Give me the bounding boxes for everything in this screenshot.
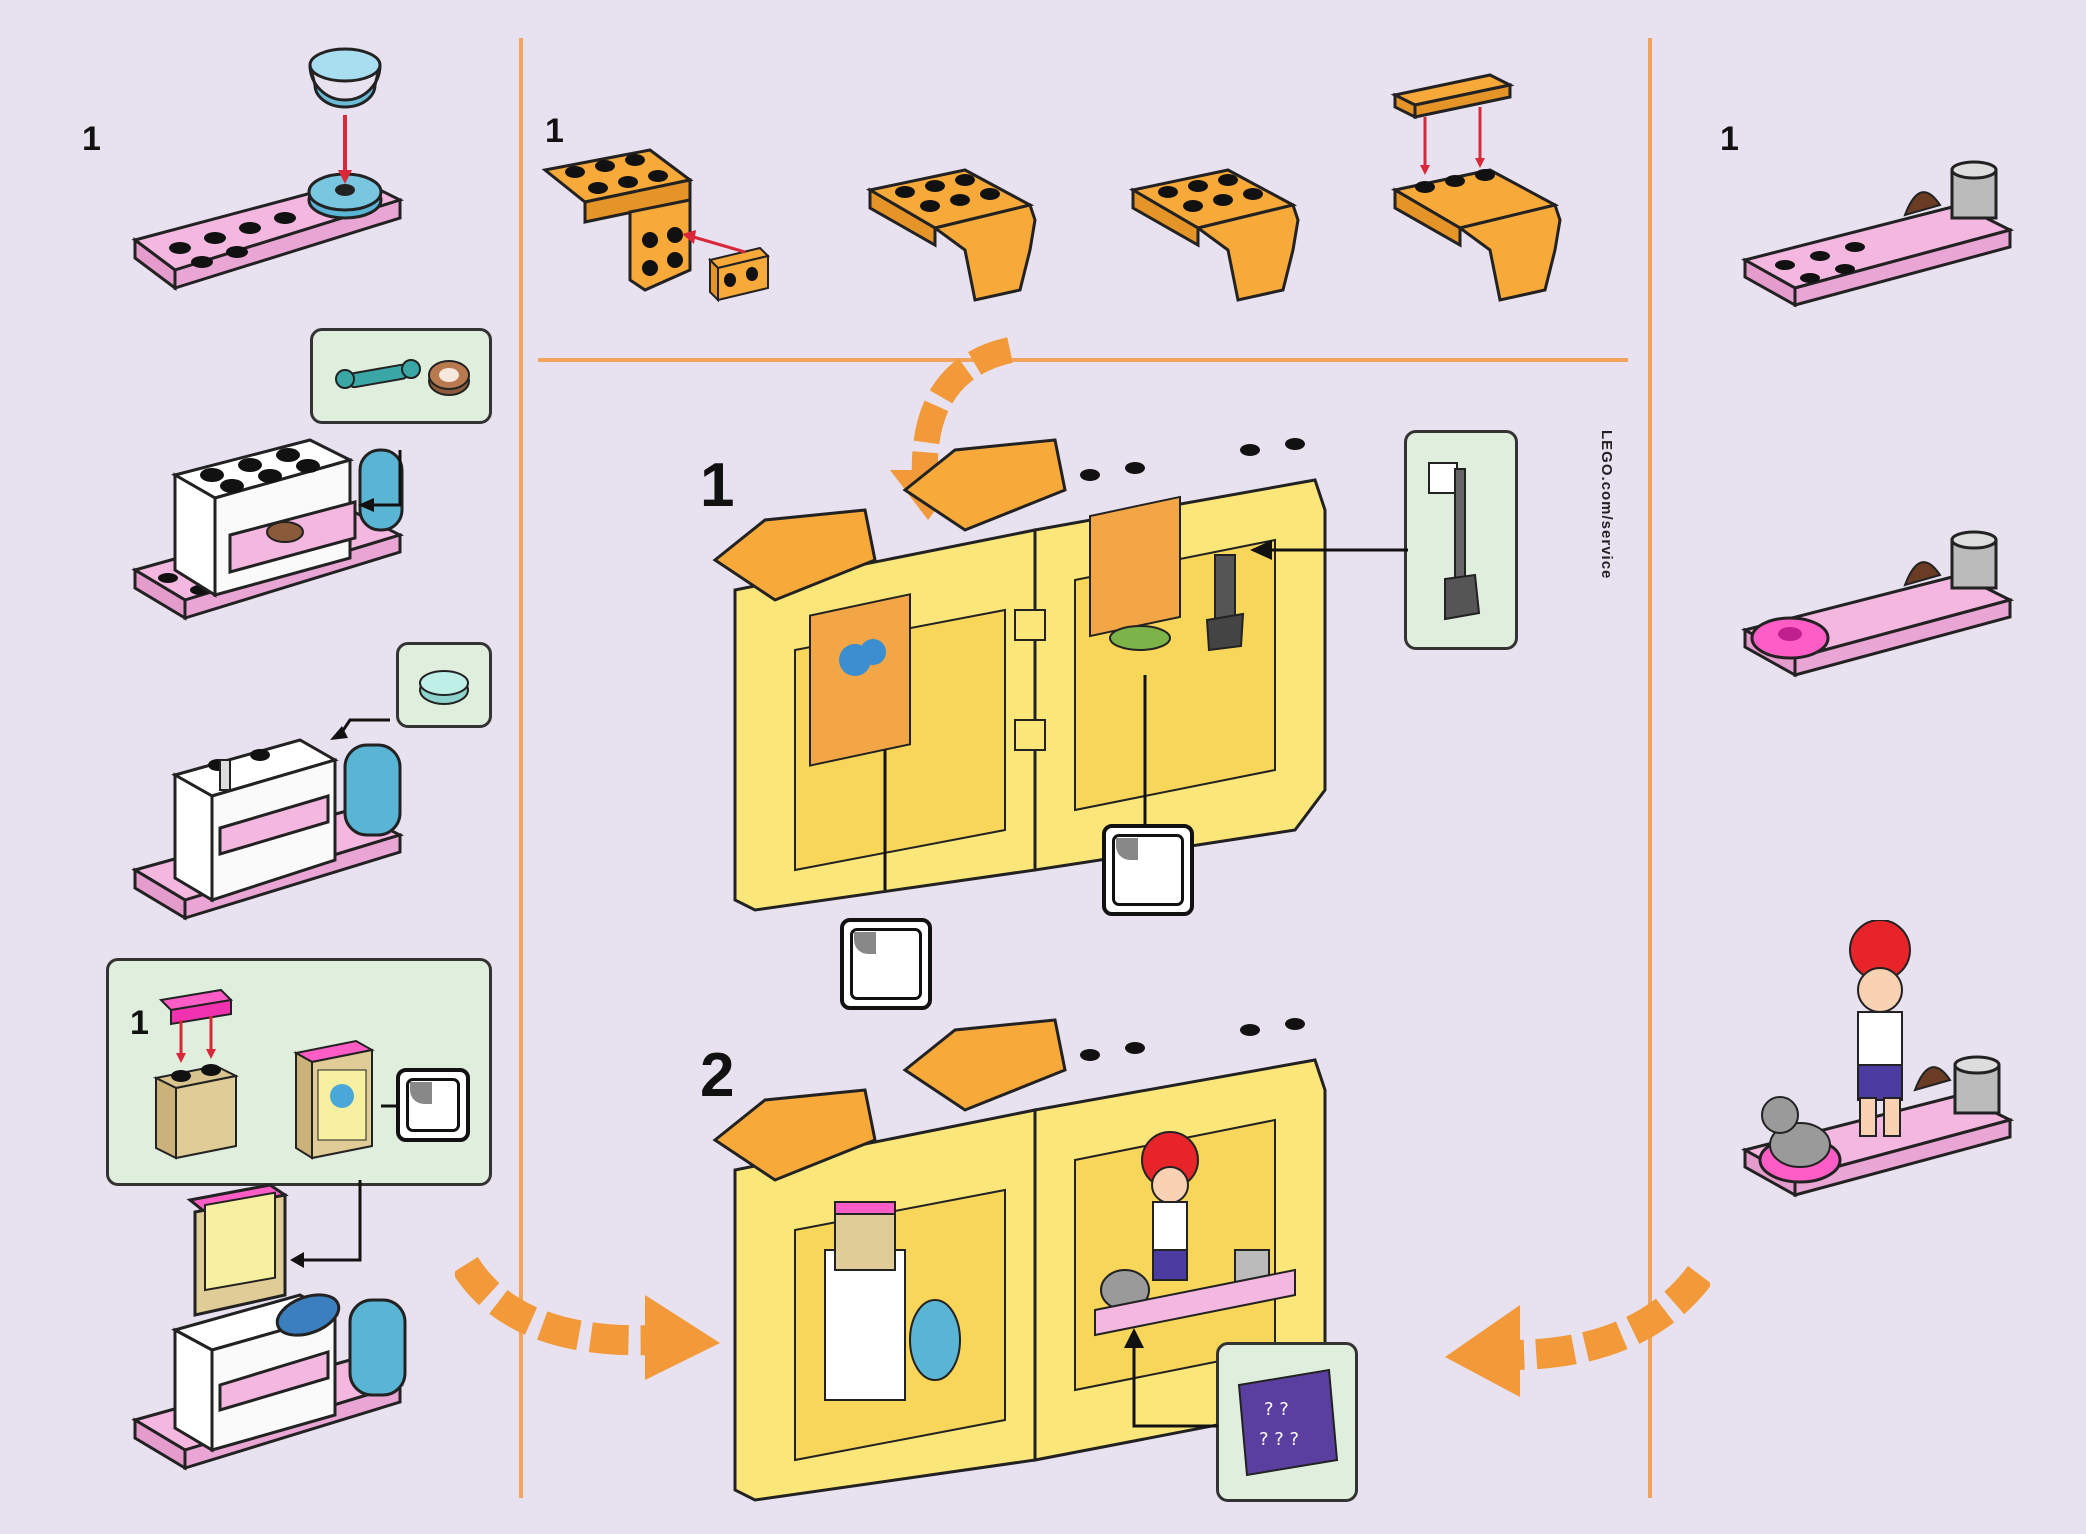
left-step-sink-cabinet: [120, 700, 420, 940]
bone-icon: [336, 360, 420, 388]
right-step-plate-2: [1740, 520, 2020, 710]
divider-top: [538, 358, 1628, 362]
svg-text:? ?: ? ?: [1264, 1399, 1289, 1420]
curved-arrow-left: [455, 1255, 725, 1385]
callout-shovel: [1404, 430, 1518, 650]
shovel-icon: [1429, 463, 1479, 619]
right-step-minidoll-plate: [1740, 920, 2020, 1230]
bowl-icon: [420, 671, 468, 704]
top-step-bracket-4: [1390, 55, 1570, 315]
callout-bone-cookie: [310, 328, 492, 424]
left-step-final-assembly: [120, 1180, 420, 1510]
left-step-number: 1: [82, 120, 101, 159]
right-step-plate-1: [1740, 150, 2020, 340]
pillow-pointer: [1120, 1326, 1220, 1436]
svg-text:? ? ?: ? ? ?: [1259, 1429, 1299, 1450]
top-step-bracket-2: [865, 150, 1045, 310]
top-step-bracket-1: [540, 140, 780, 310]
shovel-pointer: [1250, 540, 1410, 570]
sticker-icon: [396, 1068, 470, 1142]
cookie-icon: [429, 361, 469, 395]
pod-step-1: [695, 430, 1335, 930]
left-step-bowl-plate: [120, 30, 420, 320]
pillow-icon: ? ? ? ? ?: [1239, 1370, 1337, 1475]
curved-arrow-right: [1440, 1265, 1710, 1405]
right-step-number: 1: [1720, 120, 1739, 159]
sticker-icon-step1-b: [1102, 824, 1194, 916]
callout-mystery-pillow: ? ? ? ? ?: [1216, 1342, 1358, 1502]
sticker-icon-step1-a: [840, 918, 932, 1010]
service-url: LEGO.com/service: [1598, 430, 1615, 579]
top-step-bracket-3: [1128, 150, 1308, 310]
left-step-dresser: [120, 420, 420, 640]
